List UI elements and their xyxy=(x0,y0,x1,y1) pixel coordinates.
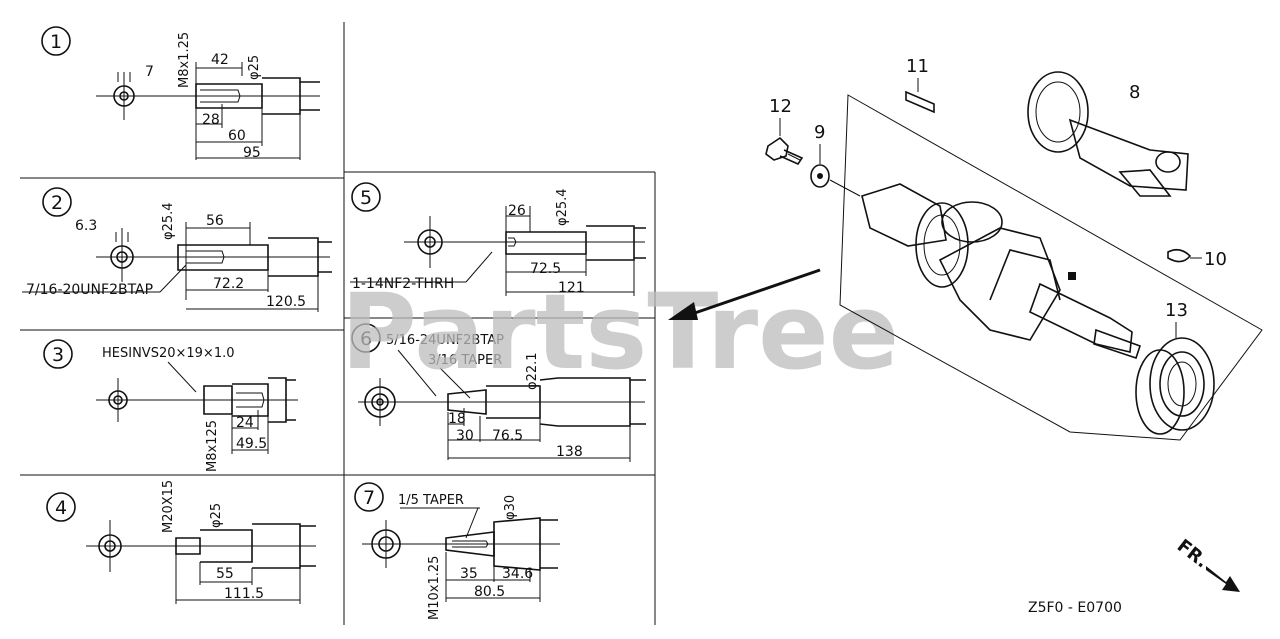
panel-number: 4 xyxy=(55,497,67,519)
svg-text:30: 30 xyxy=(456,428,474,444)
svg-text:φ22.1: φ22.1 xyxy=(525,352,540,390)
svg-text:95: 95 xyxy=(243,145,261,161)
panel-3: 3 HESINVS20×19×1.0 M8x125 24 49.5 xyxy=(43,339,298,472)
svg-text:M8x125: M8x125 xyxy=(205,420,220,472)
svg-text:φ25: φ25 xyxy=(247,55,262,80)
pointer-arrow xyxy=(668,268,821,320)
svg-text:φ25.4: φ25.4 xyxy=(161,202,176,240)
svg-text:18: 18 xyxy=(448,411,466,427)
svg-text:49.5: 49.5 xyxy=(236,436,267,452)
callout-9: 9 xyxy=(814,122,825,143)
panel-number-circle xyxy=(351,323,381,353)
panel-number: 2 xyxy=(51,192,63,214)
svg-text:80.5: 80.5 xyxy=(474,584,505,600)
front-arrow-icon xyxy=(1206,566,1240,592)
washer-part-9 xyxy=(810,164,861,197)
panel-number: 5 xyxy=(360,187,372,209)
callout-10: 10 xyxy=(1204,249,1227,270)
callout-12: 12 xyxy=(769,96,792,117)
panel-number: 6 xyxy=(360,328,372,350)
assembly-frame xyxy=(839,94,1263,441)
crankshaft xyxy=(861,183,1142,360)
callout-8: 8 xyxy=(1129,82,1140,103)
key-part-10 xyxy=(1167,248,1192,263)
panel-number-circle xyxy=(351,182,381,212)
woodruff-key-part-11 xyxy=(905,90,935,114)
svg-text:56: 56 xyxy=(206,213,224,229)
panel-4: 4 M20X15 φ25 55 111.5 xyxy=(46,480,316,604)
panel-number-circle xyxy=(46,492,76,522)
callout-labels: 8 9 10 11 12 13 xyxy=(769,56,1227,338)
svg-text:M10x1.25: M10x1.25 xyxy=(427,556,442,620)
panel-number: 1 xyxy=(50,31,62,53)
svg-text:6.3: 6.3 xyxy=(75,218,97,234)
callout-13: 13 xyxy=(1165,300,1188,321)
svg-text:28: 28 xyxy=(202,112,220,128)
watermark: PartsTree xyxy=(341,271,899,393)
panel-2: 2 6.3 φ25.4 56 7/16-20UNF2BTAP 72.2 120.… xyxy=(22,187,332,312)
panel-1: 1 7 42 M8x1.25 φ25 28 60 95 xyxy=(41,26,320,161)
svg-text:35: 35 xyxy=(460,566,478,582)
panel-number-circle xyxy=(42,187,72,217)
panel-grid xyxy=(20,22,656,625)
svg-text:φ30: φ30 xyxy=(503,495,518,520)
shaft-profile xyxy=(505,231,587,255)
svg-text:72.5: 72.5 xyxy=(530,261,561,277)
svg-text:34.6: 34.6 xyxy=(502,566,533,582)
panel-number: 3 xyxy=(52,344,64,366)
callout-11: 11 xyxy=(906,56,929,77)
panel-6: 6 5/16-24UNF2BTAP 3/16 TAPER φ22.1 18 30… xyxy=(351,323,646,462)
svg-text:55: 55 xyxy=(216,566,234,582)
panel-number: 7 xyxy=(363,487,375,509)
panel-number-circle xyxy=(354,482,384,512)
bolt-part-12 xyxy=(765,136,804,166)
svg-text:24: 24 xyxy=(236,415,254,431)
svg-text:72.2: 72.2 xyxy=(213,276,244,292)
svg-text:M20X15: M20X15 xyxy=(161,480,176,533)
svg-text:76.5: 76.5 xyxy=(492,428,523,444)
svg-text:111.5: 111.5 xyxy=(224,586,264,602)
shaft-profile xyxy=(447,389,487,415)
svg-text:121: 121 xyxy=(558,280,585,296)
panel-5: 5 26 φ25.4 1-14NF2-THRH 72.5 121 xyxy=(350,182,646,296)
svg-text:60: 60 xyxy=(228,128,246,144)
diagram-code: Z5F0 - E0700 xyxy=(1028,600,1122,616)
svg-text:120.5: 120.5 xyxy=(266,294,306,310)
svg-text:M8x1.25: M8x1.25 xyxy=(177,32,192,88)
svg-text:φ25.4: φ25.4 xyxy=(555,188,570,226)
svg-text:1-14NF2-THRH: 1-14NF2-THRH xyxy=(352,276,454,292)
svg-text:φ25: φ25 xyxy=(209,503,224,528)
panel-number-circle xyxy=(41,26,71,56)
dim-text: 7 xyxy=(145,64,154,80)
balancer-shaft-part-8 xyxy=(1027,71,1189,197)
svg-text:5/16-24UNF2BTAP: 5/16-24UNF2BTAP xyxy=(386,333,504,348)
svg-text:HESINVS20×19×1.0: HESINVS20×19×1.0 xyxy=(102,346,235,361)
panel-number-circle xyxy=(43,339,73,369)
shaft-profile xyxy=(175,537,201,555)
svg-text:7/16-20UNF2BTAP: 7/16-20UNF2BTAP xyxy=(26,282,153,298)
svg-text:3/16 TAPER: 3/16 TAPER xyxy=(428,353,502,368)
svg-text:42: 42 xyxy=(211,52,229,68)
bearing-part-13 xyxy=(1135,337,1215,435)
svg-text:138: 138 xyxy=(556,444,583,460)
svg-text:1/5 TAPER: 1/5 TAPER xyxy=(398,493,464,508)
panel-7: 7 1/5 TAPER φ30 M10x1.25 35 34.6 80.5 xyxy=(354,482,560,620)
exploded-assembly xyxy=(765,71,1263,441)
svg-text:26: 26 xyxy=(508,203,526,219)
front-direction-indicator: FR. xyxy=(1173,535,1240,592)
